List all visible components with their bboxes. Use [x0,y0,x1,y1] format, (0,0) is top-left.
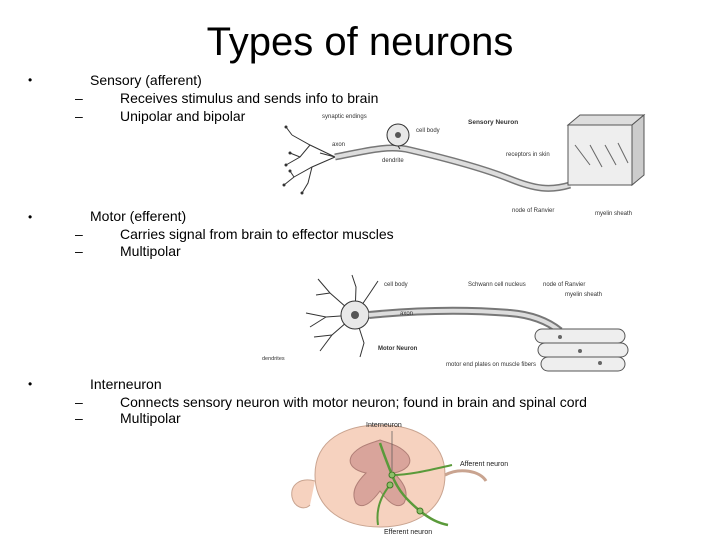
label-myelin-sheath: myelin sheath [565,292,602,298]
dash-marker: – [75,410,83,426]
label-receptors-in-skin: receptors in skin [506,152,550,158]
bullet-marker: • [28,210,33,224]
interneuron-point-2: Multipolar [120,410,181,426]
section-heading-sensory: Sensory (afferent) [90,72,202,88]
dash-marker: – [75,226,83,242]
label-dendrites: dendrites [262,356,285,362]
label-interneuron: Interneuron [366,422,402,429]
motor-point-1: Carries signal from brain to effector mu… [120,226,394,242]
sensory-point-1: Receives stimulus and sends info to brai… [120,90,379,106]
label-axon: axon [332,142,345,148]
sensory-neuron-figure: synaptic endings axon cell body dendrite… [282,113,646,217]
motor-figure-title: Motor Neuron [378,346,418,352]
label-afferent-neuron: Afferent neuron [460,461,508,468]
label-schwann-cell-nucleus: Schwann cell nucleus [468,282,526,288]
label-cell-body: cell body [416,128,440,134]
sensory-point-2: Unipolar and bipolar [120,108,246,124]
label-cell-body: cell body [384,282,408,288]
dash-marker: – [75,108,83,124]
section-heading-interneuron: Interneuron [90,376,162,392]
dash-marker: – [75,243,83,259]
label-synaptic-endings: synaptic endings [322,114,367,120]
motor-neuron-figure: cell body Schwann cell nucleus node of R… [262,274,629,372]
interneuron-point-1: Connects sensory neuron with motor neuro… [120,394,587,410]
label-myelin-sheath: myelin sheath [595,211,632,217]
label-dendrite: dendrite [382,158,404,164]
section-heading-motor: Motor (efferent) [90,208,187,224]
label-node-of-ranvier: node of Ranvier [512,208,554,214]
interneuron-figure: Interneuron Afferent neuron Efferent neu… [291,422,508,536]
motor-point-2: Multipolar [120,243,181,259]
slide-title: Types of neurons [206,20,514,64]
label-node-of-ranvier: node of Ranvier [543,282,585,288]
label-efferent-neuron: Efferent neuron [384,529,432,536]
bullet-marker: • [28,73,33,87]
label-motor-end-plates: motor end plates on muscle fibers [446,362,536,368]
sensory-figure-title: Sensory Neuron [468,119,518,126]
label-axon: axon [400,311,413,317]
dash-marker: – [75,394,83,410]
bullet-marker: • [28,377,33,391]
dash-marker: – [75,90,83,106]
